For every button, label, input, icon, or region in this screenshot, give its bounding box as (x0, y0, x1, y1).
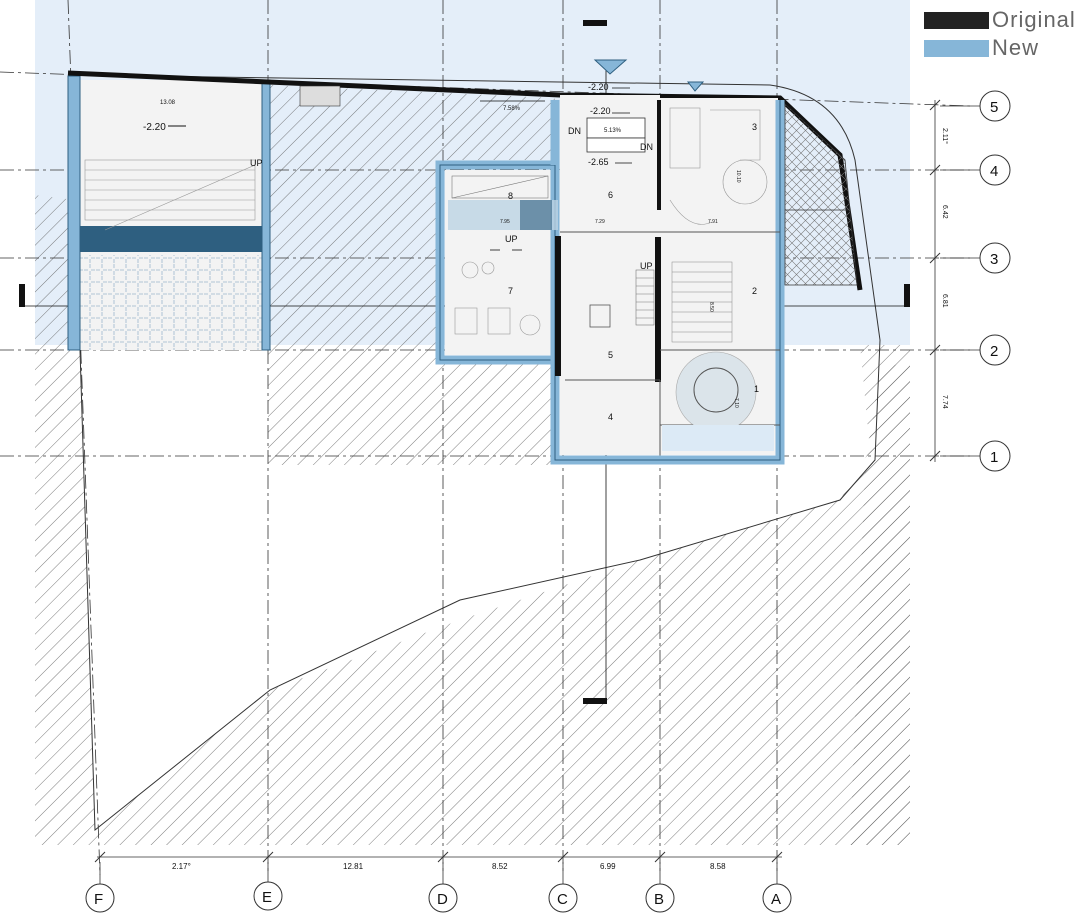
level-left: -2.20 (143, 122, 166, 133)
ground-hatch (35, 195, 910, 845)
section-marker-bottom (583, 698, 607, 704)
section-marker-left (19, 284, 25, 307)
row-dim-3: 6.81 (941, 294, 948, 308)
col-dim-4: 6.99 (600, 862, 616, 871)
ground-hatch-upper (268, 85, 555, 465)
column-label-d: D (437, 891, 448, 908)
room-7-furniture (454, 261, 541, 336)
col-dim-3: 8.52 (492, 862, 508, 871)
central-stair (635, 269, 655, 326)
room-5-label: 5 (608, 350, 613, 360)
column-label-f: F (94, 891, 103, 908)
original-interior-walls (555, 100, 661, 382)
row-label-5: 5 (990, 99, 998, 116)
dim-791: 7.91 (708, 219, 718, 225)
ground-hatch-right (850, 360, 910, 845)
column-label-e: E (262, 889, 272, 906)
dn-label-2: DN (640, 142, 653, 152)
room-1-circle-outer (675, 351, 757, 433)
room-3-label: 3 (752, 122, 757, 132)
column-label-a: A (771, 891, 781, 908)
row-label-1: 1 (990, 449, 998, 466)
dn-label-1: DN (568, 126, 581, 136)
legend-original-label: Original (992, 7, 1076, 32)
row-bubbles (940, 90, 1011, 472)
slope-label-2: 5.13% (604, 128, 622, 134)
dim-13: 13.08 (160, 100, 176, 106)
legend-new: New (924, 34, 1076, 62)
room-2-label: 2 (752, 286, 757, 296)
room-1-circle-inner (693, 367, 739, 413)
left-building-band (80, 226, 262, 252)
level-entrance-2: -2.20 (590, 106, 611, 116)
section-marker-top (583, 20, 607, 26)
level-entrance-1: -2.20 (588, 82, 609, 92)
stair-8 (451, 175, 549, 199)
room-4-label: 4 (608, 412, 613, 422)
row-label-2: 2 (990, 343, 998, 360)
entrance-triangle-small (686, 81, 705, 92)
entrance-triangle (593, 59, 628, 75)
dim-710: 7.10 (733, 398, 739, 408)
dim-729: 7.29 (595, 219, 605, 225)
row-dim-1: 2.11° (941, 128, 949, 144)
col-dim-5: 8.58 (710, 862, 726, 871)
seating-rows (84, 159, 256, 231)
legend-new-label: New (992, 35, 1040, 60)
room-3-furniture (669, 107, 768, 225)
crosshatch-wing (784, 103, 858, 286)
dim-850: 8.50 (708, 302, 714, 312)
up-label-stair: UP (640, 261, 653, 271)
room-6-label: 6 (608, 190, 613, 200)
column-label-c: C (557, 891, 568, 908)
column-bubbles (85, 862, 792, 913)
left-building-wall-east (261, 79, 271, 351)
legend-new-swatch (924, 39, 989, 57)
row-dim-2: 6.42 (941, 205, 948, 219)
up-label-center: UP (505, 234, 518, 244)
slope-label-1: 7.58% (503, 106, 521, 112)
dim-1010: 10.10 (735, 170, 741, 183)
col-dim-1: 2.17° (172, 862, 191, 871)
room-1-label: 1 (754, 384, 759, 394)
level-lower: -2.65 (588, 157, 609, 167)
section-marker-right (904, 284, 910, 307)
dim-795: 7.95 (500, 219, 510, 225)
room-7-label: 7 (508, 286, 513, 296)
legend-original-swatch (924, 11, 989, 29)
left-building-wall-west (67, 75, 81, 351)
col-dim-2: 12.81 (343, 862, 364, 871)
row-label-4: 4 (990, 163, 998, 180)
room-8-label: 8 (508, 191, 513, 201)
ramp-ramp-2 (586, 137, 646, 153)
level-arrows (480, 87, 632, 251)
legend: Original New (924, 6, 1076, 62)
site-boundary (74, 74, 881, 832)
column-label-b: B (654, 891, 664, 908)
central-floor (560, 95, 660, 455)
legend-original: Original (924, 6, 1076, 34)
up-left: UP (250, 158, 263, 168)
seating-room-2 (671, 261, 733, 343)
row-dim-4: 7.74 (941, 395, 948, 409)
entrance-ramp (299, 85, 341, 107)
left-building-grid (80, 255, 262, 350)
row-label-3: 3 (990, 251, 998, 268)
